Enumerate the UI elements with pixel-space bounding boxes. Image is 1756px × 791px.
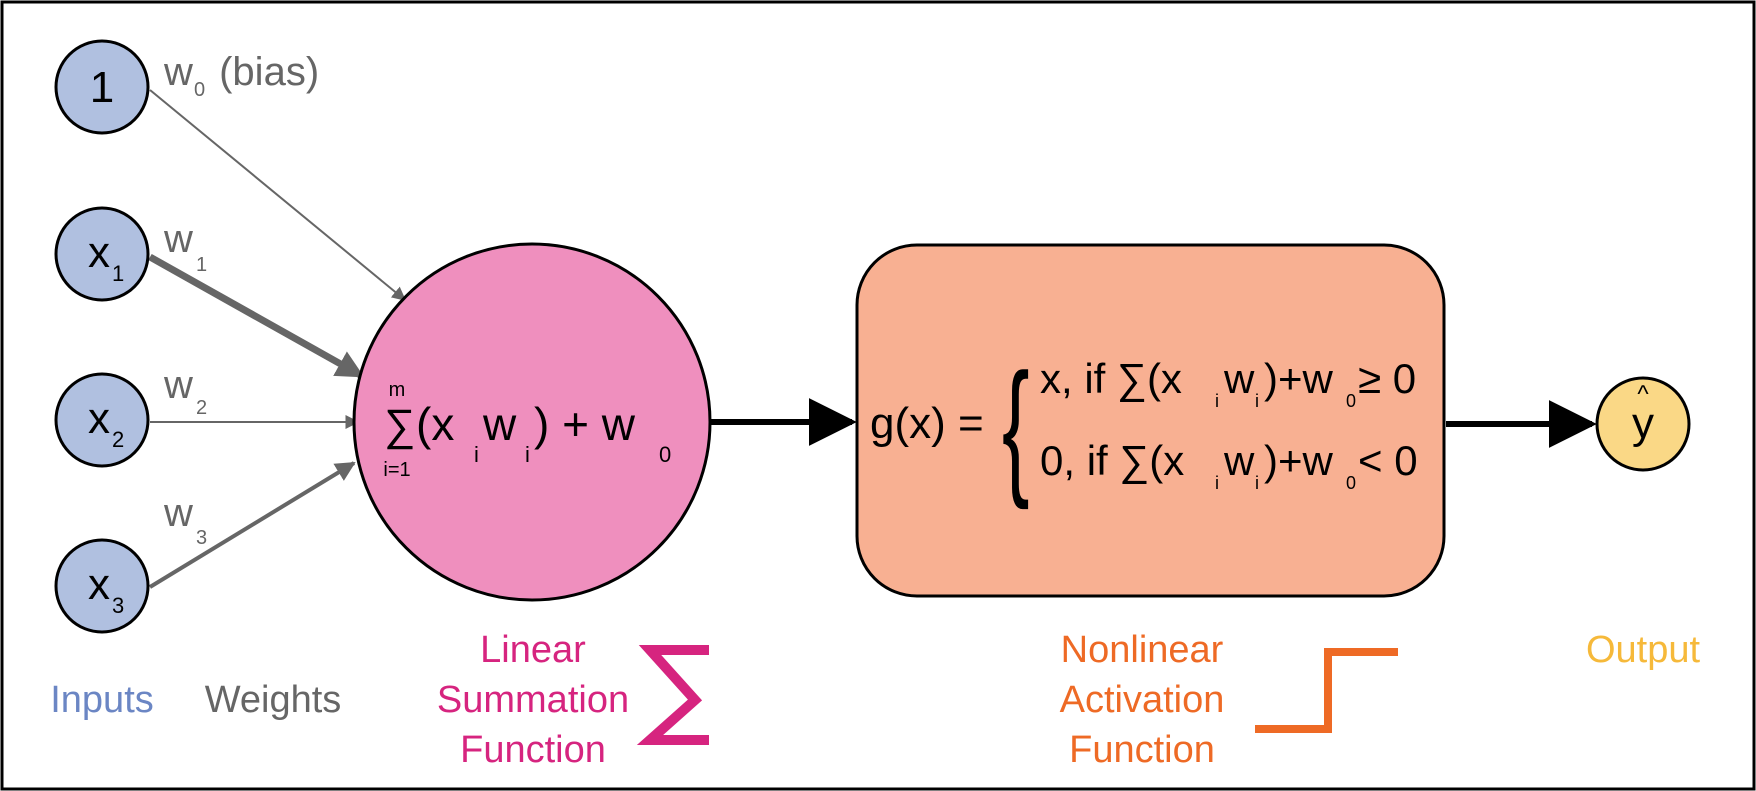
- weight-label-w1: w 1: [163, 217, 207, 276]
- svg-text:i: i: [1255, 473, 1259, 493]
- svg-text:x, if ∑(x: x, if ∑(x: [1040, 355, 1182, 402]
- sum-sub-i: i: [474, 442, 479, 467]
- step-function-icon: [1255, 648, 1398, 733]
- input-label: x: [88, 560, 110, 609]
- sum-upper-limit: m: [389, 379, 406, 401]
- svg-text:w: w: [163, 217, 193, 261]
- sum-lower-limit: i=1: [383, 459, 410, 481]
- svg-text:w: w: [163, 491, 193, 535]
- input-subscript: 3: [112, 593, 124, 618]
- output-node: ^ y: [1595, 376, 1691, 472]
- svg-text:Function: Function: [460, 729, 606, 771]
- svg-text:Summation: Summation: [437, 679, 629, 721]
- svg-text:w: w: [163, 363, 193, 407]
- weight-label-w2: w 2: [163, 363, 207, 419]
- activation-case-2: 0, if ∑(x i w i )+w 0 < 0: [1040, 437, 1418, 493]
- input-label: x: [88, 228, 110, 277]
- svg-text:Linear: Linear: [480, 629, 586, 671]
- weight-label-w3: w 3: [163, 491, 207, 549]
- input-node-x1: x 1: [54, 206, 150, 302]
- input-subscript: 2: [112, 427, 124, 452]
- activation-case-1: x, if ∑(x i w i )+w 0 ≥ 0: [1040, 355, 1416, 411]
- weight-edge-w3: [148, 461, 356, 589]
- weight-edge-w0: [149, 89, 407, 301]
- svg-text:Nonlinear: Nonlinear: [1061, 629, 1224, 671]
- inputs-label: Inputs: [50, 679, 154, 721]
- svg-text:0: 0: [1346, 391, 1356, 411]
- input-label: 1: [90, 63, 114, 112]
- input-subscript: 1: [112, 261, 124, 286]
- svg-text:i: i: [1215, 391, 1219, 411]
- activation-brace: {: [1002, 342, 1030, 511]
- svg-text:≥ 0: ≥ 0: [1358, 355, 1416, 402]
- svg-text:3: 3: [196, 527, 207, 549]
- svg-text:1: 1: [196, 254, 207, 276]
- svg-text:)+w: )+w: [1264, 437, 1334, 484]
- sum-sigma: ∑: [384, 401, 415, 450]
- svg-text:< 0: < 0: [1358, 437, 1418, 484]
- summation-node: m ∑ i=1 (x i w i ) + w 0: [352, 242, 712, 602]
- sum-sub-i: i: [525, 442, 530, 467]
- weight-label-w0: w 0 (bias): [163, 50, 319, 101]
- svg-text:w: w: [1223, 437, 1255, 484]
- sigma-icon: [636, 645, 709, 745]
- svg-text:w: w: [163, 50, 193, 94]
- svg-text:0: 0: [1346, 473, 1356, 493]
- output-label: Output: [1586, 629, 1701, 671]
- sum-w: w: [482, 398, 517, 450]
- svg-text:i: i: [1215, 473, 1219, 493]
- svg-text:i: i: [1255, 391, 1259, 411]
- input-node-x3: x 3: [54, 538, 150, 634]
- weights-label: Weights: [205, 679, 342, 721]
- input-node-x2: x 2: [54, 372, 150, 468]
- output-hat: ^: [1637, 381, 1649, 408]
- svg-text:2: 2: [196, 397, 207, 419]
- svg-text:w: w: [1223, 355, 1255, 402]
- svg-text:)+w: )+w: [1264, 355, 1334, 402]
- svg-text:Function: Function: [1069, 729, 1215, 771]
- activation-lhs: g(x) =: [870, 399, 984, 448]
- svg-text:(bias): (bias): [208, 50, 319, 94]
- svg-text:Activation: Activation: [1060, 679, 1225, 721]
- svg-text:0: 0: [194, 79, 205, 101]
- linear-summation-label: Linear Summation Function: [437, 629, 629, 771]
- nonlinear-activation-label: Nonlinear Activation Function: [1060, 629, 1225, 771]
- input-node-bias: 1: [54, 39, 150, 135]
- input-label: x: [88, 394, 110, 443]
- sum-sub-0: 0: [659, 442, 671, 467]
- sum-open: (x: [416, 398, 454, 450]
- svg-text:0, if ∑(x: 0, if ∑(x: [1040, 437, 1184, 484]
- sum-close: ) + w: [534, 398, 636, 450]
- weight-edge-w1: [148, 253, 365, 380]
- activation-box: g(x) = { x, if ∑(x i w i )+w 0 ≥ 0 0, if…: [855, 243, 1446, 598]
- output-symbol: y: [1632, 399, 1654, 448]
